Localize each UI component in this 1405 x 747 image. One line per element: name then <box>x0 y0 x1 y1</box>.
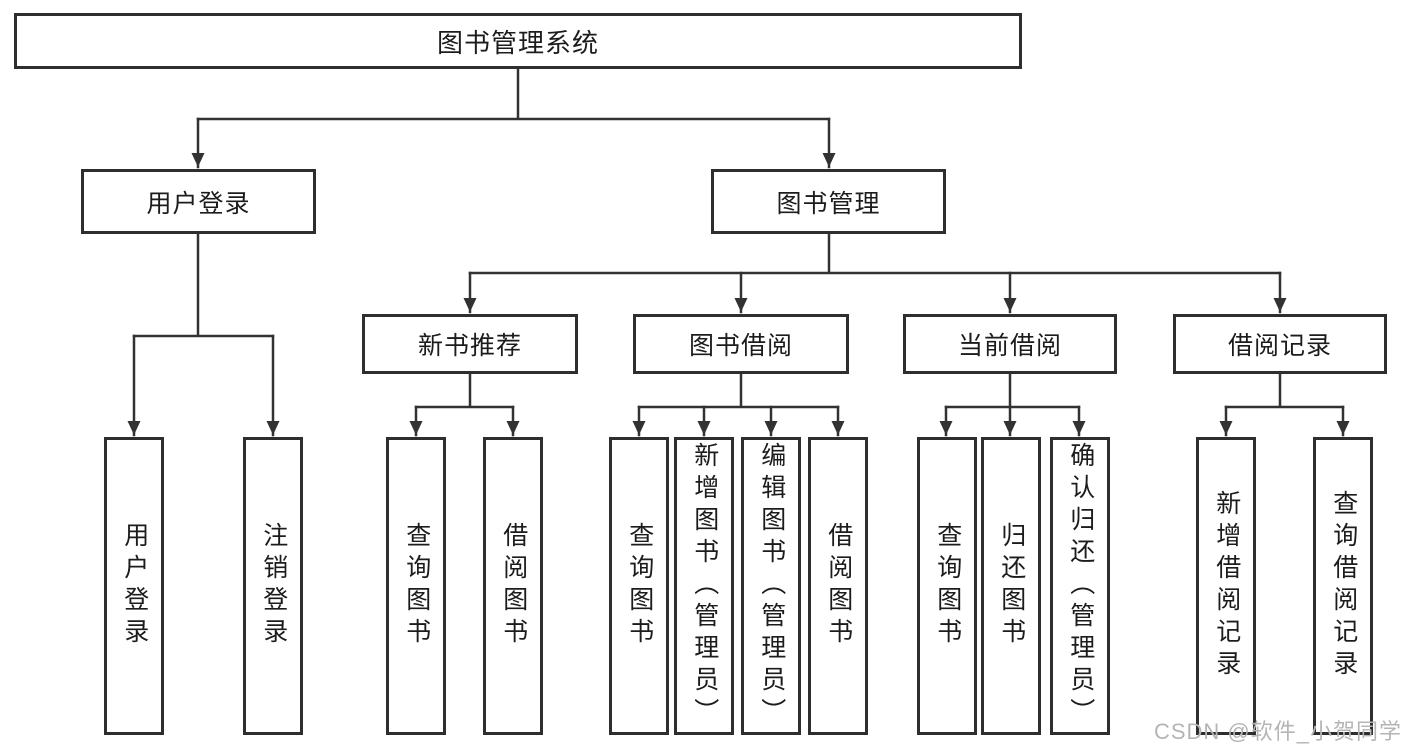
node-label: 用户登录 <box>146 189 251 218</box>
node-label: 图书借阅 <box>688 332 793 360</box>
leaf-label: 新增图书（管理员） <box>690 442 719 730</box>
leaf-logout: 注销登录 <box>243 437 303 735</box>
node-new-book-recommendation: 新书推荐 <box>362 314 578 374</box>
leaf-return-books: 归还图书 <box>981 437 1041 735</box>
leaf-query-books-recommend: 查询图书 <box>386 437 446 735</box>
leaf-borrow-books-recommend: 借阅图书 <box>483 437 543 735</box>
leaf-label: 查询借阅记录 <box>1329 490 1358 682</box>
leaf-label: 新增借阅记录 <box>1212 490 1241 682</box>
leaf-label: 借阅图书 <box>824 522 853 650</box>
leaf-label: 归还图书 <box>997 522 1026 650</box>
leaf-user-login: 用户登录 <box>104 437 164 735</box>
node-current-borrowing: 当前借阅 <box>903 314 1117 374</box>
leaf-label: 借阅图书 <box>499 522 528 650</box>
leaf-label: 查询图书 <box>625 522 654 650</box>
node-label: 借阅记录 <box>1227 332 1332 360</box>
node-label: 新书推荐 <box>417 332 522 360</box>
leaf-query-books-borrow: 查询图书 <box>609 437 669 735</box>
leaf-add-borrow-record: 新增借阅记录 <box>1196 437 1256 735</box>
leaf-label: 编辑图书（管理员） <box>757 442 786 730</box>
node-library-management-system: 图书管理系统 <box>14 13 1022 69</box>
leaf-label: 查询图书 <box>402 522 431 650</box>
leaf-edit-books-admin: 编辑图书（管理员） <box>741 437 801 735</box>
leaf-add-books-admin: 新增图书（管理员） <box>674 437 734 735</box>
node-user-login: 用户登录 <box>81 169 316 234</box>
node-label: 图书管理系统 <box>436 27 599 58</box>
leaf-borrow-books: 借阅图书 <box>808 437 868 735</box>
node-label: 图书管理 <box>776 189 881 218</box>
leaf-label: 用户登录 <box>120 522 149 650</box>
node-book-borrowing: 图书借阅 <box>633 314 849 374</box>
leaf-label: 确认归还（管理员） <box>1066 442 1095 730</box>
node-borrowing-records: 借阅记录 <box>1173 314 1387 374</box>
node-label: 当前借阅 <box>957 332 1062 360</box>
leaf-confirm-return-admin: 确认归还（管理员） <box>1050 437 1110 735</box>
leaf-label: 查询图书 <box>933 522 962 650</box>
csdn-watermark: CSDN @软件_小贺同学 <box>1153 719 1402 744</box>
leaf-query-borrow-record: 查询借阅记录 <box>1313 437 1373 735</box>
leaf-query-books-current: 查询图书 <box>917 437 977 735</box>
leaf-label: 注销登录 <box>259 522 288 650</box>
node-book-management: 图书管理 <box>711 169 946 234</box>
